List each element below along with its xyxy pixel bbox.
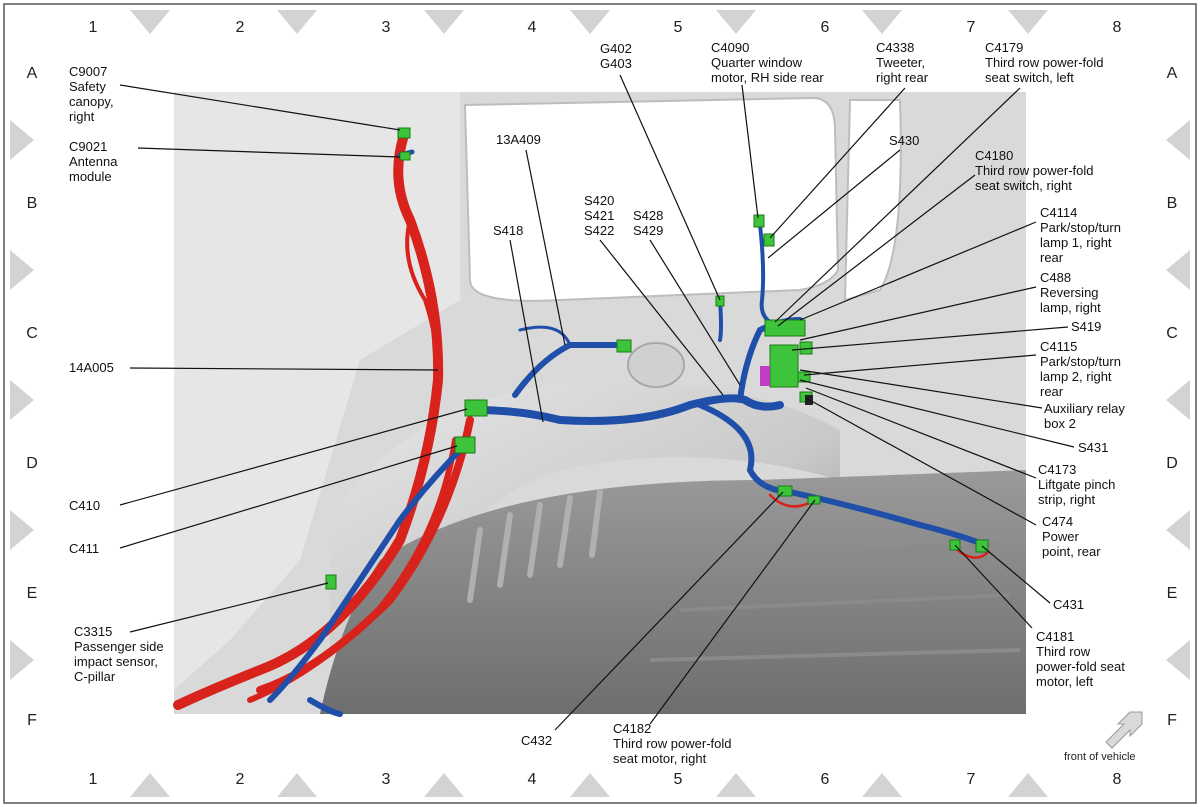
svg-text:6: 6: [821, 771, 830, 788]
svg-text:A: A: [27, 65, 38, 82]
svg-text:5: 5: [674, 19, 683, 36]
svg-text:1: 1: [89, 19, 98, 36]
label-c410: C410: [69, 498, 100, 513]
connector-c432: [777, 485, 793, 497]
label-s418: S418: [493, 223, 523, 238]
connector-c9021: [399, 151, 411, 161]
front-arrow-icon: [1105, 711, 1143, 749]
front-of-vehicle-label: front of vehicle: [1064, 751, 1136, 763]
connector-13a409: [616, 339, 632, 353]
svg-text:7: 7: [967, 19, 976, 36]
connector-c9007: [397, 127, 411, 139]
label-14a005: 14A005: [69, 360, 114, 375]
label-c432: C432: [521, 733, 552, 748]
connector-c410: [464, 399, 488, 417]
svg-text:A: A: [1167, 65, 1178, 82]
svg-text:3: 3: [382, 19, 391, 36]
svg-text:D: D: [26, 455, 38, 472]
relay-magenta: [760, 366, 770, 386]
front-of-vehicle-indicator: front of vehicle: [1064, 711, 1143, 763]
svg-text:B: B: [27, 195, 38, 212]
svg-text:6: 6: [821, 19, 830, 36]
connector-g402: [715, 295, 725, 307]
connector-c3315: [325, 574, 337, 590]
svg-text:C: C: [26, 325, 38, 342]
label-13a409: 13A409: [496, 132, 541, 147]
label-c411: C411: [69, 541, 99, 556]
connector-cluster: [764, 319, 806, 337]
rear-quarter-window: [463, 96, 840, 302]
label-s431: S431: [1078, 440, 1108, 455]
svg-text:E: E: [27, 585, 38, 602]
svg-text:F: F: [1167, 712, 1177, 729]
svg-text:C: C: [1166, 325, 1178, 342]
svg-text:E: E: [1167, 585, 1178, 602]
svg-text:2: 2: [236, 19, 245, 36]
label-c431: C431: [1053, 597, 1084, 612]
svg-text:3: 3: [382, 771, 391, 788]
svg-text:8: 8: [1113, 19, 1122, 36]
svg-text:1: 1: [89, 771, 98, 788]
connector-c4338: [763, 233, 775, 247]
svg-text:2: 2: [236, 771, 245, 788]
svg-text:4: 4: [528, 771, 537, 788]
auxiliary-relay-box: [769, 344, 799, 388]
connector-c4090: [753, 214, 765, 228]
svg-text:7: 7: [967, 771, 976, 788]
svg-text:B: B: [1167, 195, 1178, 212]
svg-text:D: D: [1166, 455, 1178, 472]
label-s430: S430: [889, 133, 919, 148]
leader-lines: [119, 74, 1075, 731]
liftgate-opening: [843, 99, 902, 302]
grid-labels: 1 2 3 4 5 6 7 8 1 2 3 4 5 6 7 8 A B C D …: [26, 19, 1178, 788]
svg-text:8: 8: [1113, 771, 1122, 788]
svg-text:F: F: [27, 712, 37, 729]
label-s419: S419: [1071, 319, 1101, 334]
svg-text:5: 5: [674, 771, 683, 788]
vehicle-body: [174, 92, 1026, 714]
svg-text:4: 4: [528, 19, 537, 36]
connector-c4182: [807, 495, 821, 505]
connector-c411: [454, 436, 476, 454]
grid-markers: [10, 10, 1190, 797]
